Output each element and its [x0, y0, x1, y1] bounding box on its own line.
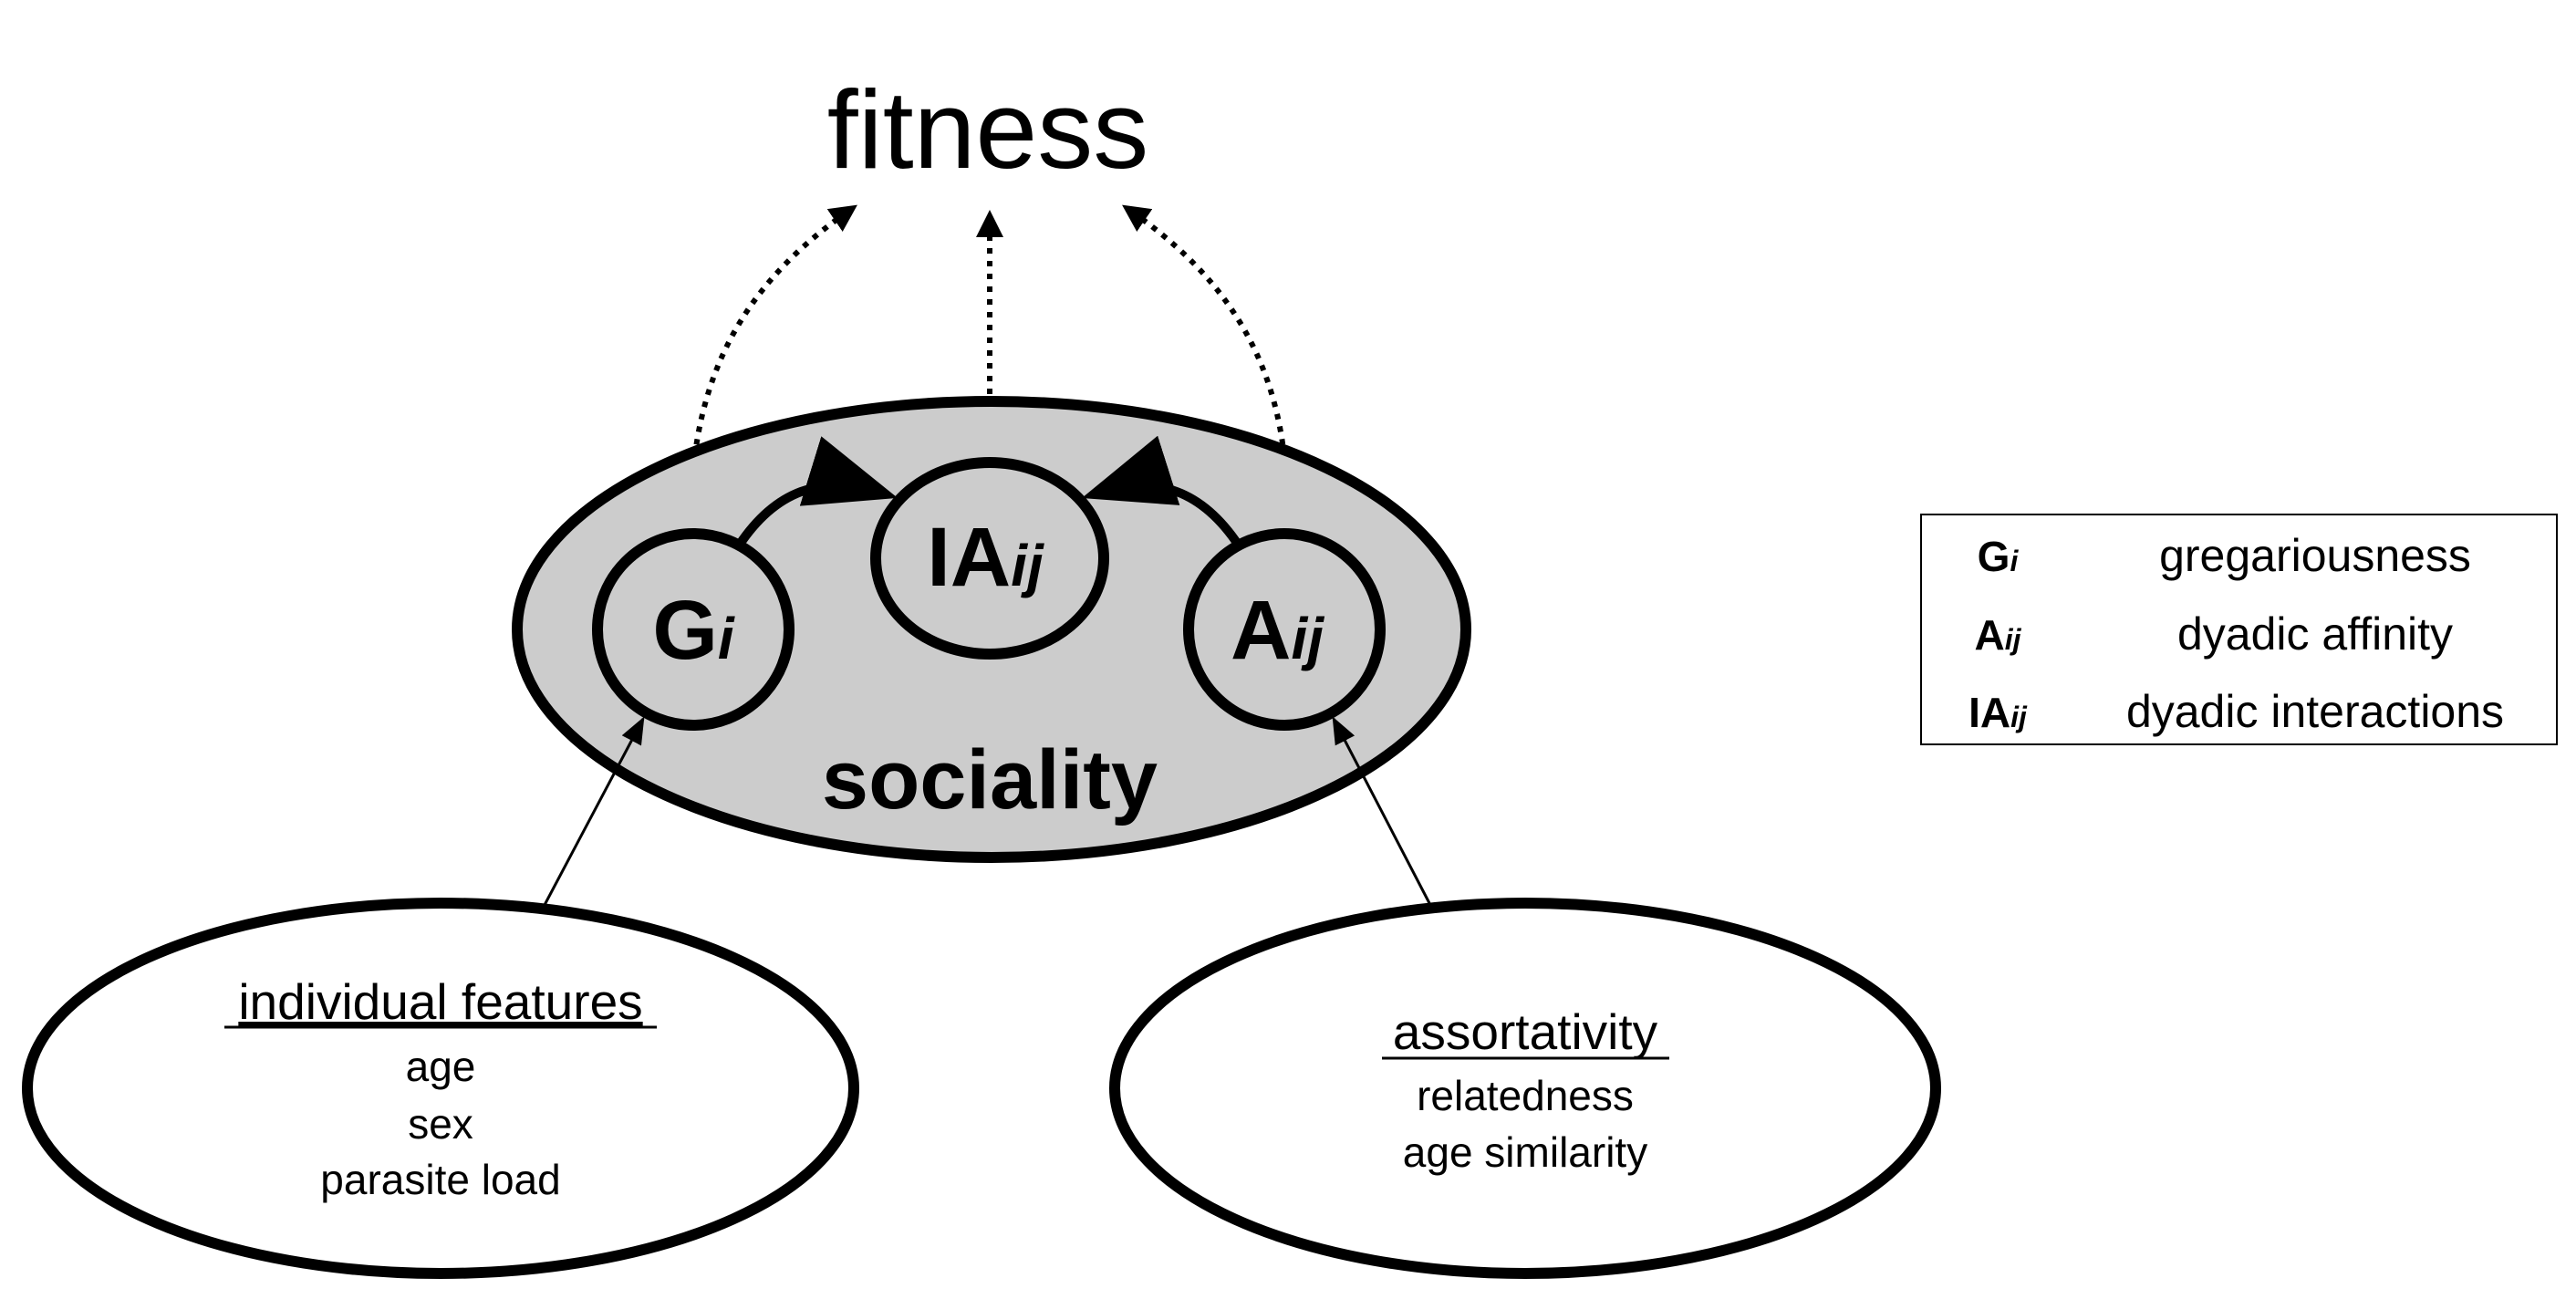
individual-features-item: parasite load: [320, 1156, 560, 1203]
assortativity-item: age similarity: [1403, 1128, 1647, 1176]
individual-features-ellipse: [22, 898, 859, 1279]
assortativity-ellipse: [1109, 898, 1941, 1279]
legend-symbol: IAij: [1968, 689, 2028, 736]
arrow-gregariousness-to-interactions: [734, 436, 898, 548]
dyadic-affinity-node: [1183, 528, 1386, 731]
assortativity-title: assortativity: [1393, 1003, 1658, 1060]
legend-label: dyadic interactions: [2126, 686, 2504, 737]
legend-label: dyadic affinity: [2177, 608, 2453, 660]
legend-label: gregariousness: [2159, 530, 2471, 581]
assortativity-item: relatedness: [1417, 1072, 1634, 1119]
sociality-label: sociality: [822, 733, 1158, 826]
legend-symbol: Aij: [1974, 611, 2021, 659]
legend-box: [1920, 514, 2558, 745]
gregariousness-node: [592, 528, 795, 731]
individual-features-item: age: [406, 1043, 476, 1090]
arrow-assortativity-to-affinity: [1332, 716, 1432, 906]
arrow-affinity-to-interactions: [1081, 435, 1243, 548]
individual-features-title: individual features: [238, 973, 642, 1030]
dyadic-affinity-node-label: Aij: [1231, 584, 1324, 677]
gregariousness-node-label: Gi: [652, 584, 735, 677]
individual-features-item: sex: [408, 1100, 473, 1148]
dyadic-interactions-node-label: IAij: [927, 511, 1044, 604]
fitness-label: fitness: [827, 68, 1149, 192]
arrow-individual-features-to-gregariousness: [543, 716, 645, 906]
legend-symbol: Gi: [1978, 533, 2020, 580]
legend: Gi gregariousness Aij dyadic affinity IA…: [1920, 514, 2558, 745]
dyadic-interactions-node: [870, 457, 1109, 660]
